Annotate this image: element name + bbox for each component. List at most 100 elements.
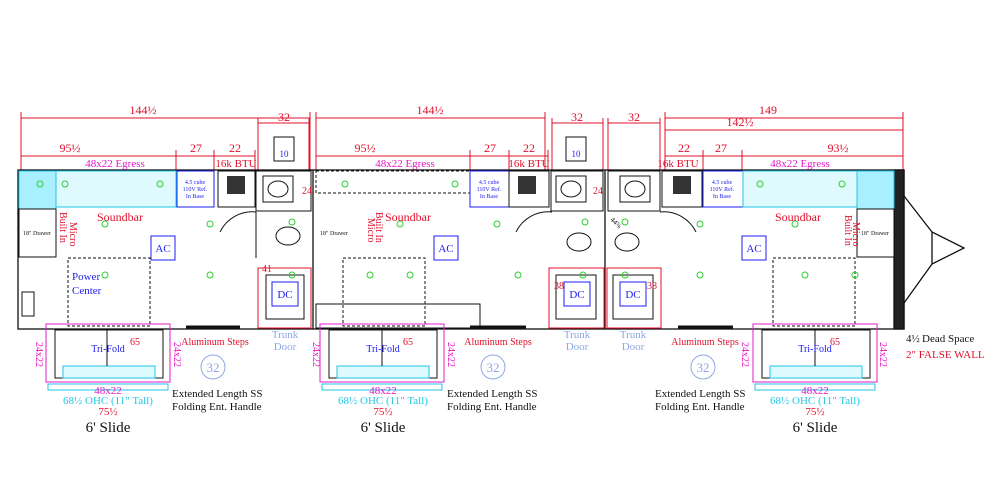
top-dimension-texts: 144½ 144½ 149 142½ 95½ 27 22 95½ 27 22 2… [60,103,849,155]
fridge-1-l2: 110V Ref. [183,186,208,193]
slide-title-1: 6' Slide [86,420,131,436]
fridge-3-l3: In Base [713,194,731,200]
btu-1: 16k BTU [215,158,256,170]
trunk-2-l1: Trunk [564,329,591,341]
ac-1: AC [155,243,170,255]
trifold-2: Tri-Fold [366,344,400,355]
dim-32-3: 32 [628,110,640,124]
ac-3: AC [746,243,761,255]
micro-3: Micro [850,222,861,246]
top-dimensions [20,112,904,170]
slide-65-1: 65 [130,337,140,348]
bath-dim-38-2: 38 [647,281,657,292]
handle-1-l2: Folding Ent. Handle [172,401,262,413]
side-dim-2b: 24x22 [445,342,456,367]
slide-1 [45,323,171,391]
dim-93: 93½ [828,141,849,155]
micro-1: Micro [67,222,78,246]
dim-overall-2: 144½ [417,103,444,117]
unit-2 [315,170,605,329]
fridge-3-l2: 110V Ref. [710,186,735,193]
handle-2-l2: Folding Ent. Handle [447,401,537,413]
drawer-1: 18" Drawer [23,231,51,237]
d75-1: 75½ [98,406,117,418]
dim-22-1: 22 [229,141,241,155]
steps-num-2: 32 [487,360,500,375]
fridge-1-l1: 4.5 cube [185,180,206,186]
egress-1: 48x22 Egress [85,158,145,170]
soundbar-2: Soundbar [385,210,431,224]
drawer-2: 18" Drawer [320,231,348,237]
tank-label-1: 10 [280,149,290,159]
dc-2: DC [569,289,584,301]
trunk-1-l2: Door [274,341,297,353]
tank-label-2: 10 [572,149,582,159]
d75-3: 75½ [805,406,824,418]
lights [36,180,859,279]
trailer-body [17,169,966,330]
bath-dim-38-1: 38 [554,281,564,292]
drawer-3: 18" Drawer [861,231,889,237]
ohc-1: 68½ OHC (11" Tall) [63,395,153,407]
ohc-3: 68½ OHC (11" Tall) [770,395,860,407]
side-dim-1a: 24x22 [33,342,44,367]
builtin-1: Built In [57,212,68,243]
unit-3 [606,170,895,329]
dim-95-2: 95½ [355,141,376,155]
slide-title-2: 6' Slide [361,420,406,436]
soundbar-1: Soundbar [97,210,143,224]
builtin-2: Built In [373,212,384,243]
steps-num-3: 32 [697,360,710,375]
steps-2: Aluminum Steps [464,337,532,348]
trifold-1: Tri-Fold [91,344,125,355]
dead-space-num: 4½ [906,333,920,345]
bath-dim-24-2: 24 [593,186,603,197]
egress-3: 48x22 Egress [770,158,830,170]
slide-outs [45,323,878,391]
dim-27-3: 27 [715,141,727,155]
dim-overall-1: 144½ [130,103,157,117]
handle-3-l2: Folding Ent. Handle [655,401,745,413]
bath-dim-44: 44⅝ [609,216,624,231]
trunk-3-l1: Trunk [620,329,647,341]
builtin-3: Built In [842,215,853,246]
steps-3: Aluminum Steps [671,337,739,348]
dim-142: 142½ [727,115,754,129]
btu-3: 16k BTU [657,158,698,170]
dim-32-2: 32 [571,110,583,124]
dead-space: Dead Space [922,333,974,345]
dim-overall-3: 149 [759,103,777,117]
trunk-3-l2: Door [622,341,645,353]
ohc-2: 68½ OHC (11" Tall) [338,395,428,407]
unit-1 [18,170,312,329]
slide-65-3: 65 [830,337,840,348]
dim-22-2: 22 [523,141,535,155]
trunk-2-l2: Door [566,341,589,353]
trunk-1-l1: Trunk [272,329,299,341]
fridge-3-l1: 4.5 cube [712,180,733,186]
dc-1: DC [277,289,292,301]
fridge-1-l3: In Base [186,194,204,200]
handle-1-l1: Extended Length SS [172,388,262,400]
bottom-egress-3: 48x22 [801,385,829,397]
power-center-l1: Power [72,271,100,283]
steps-num-1: 32 [207,360,220,375]
false-wall: 2" FALSE WALL [906,349,985,361]
handle-3-l1: Extended Length SS [655,388,745,400]
slide-65-2: 65 [403,337,413,348]
soundbar-3: Soundbar [775,210,821,224]
handle-2-l1: Extended Length SS [447,388,537,400]
dim-95-1: 95½ [60,141,81,155]
steps-1: Aluminum Steps [181,337,249,348]
dim-22-3: 22 [678,141,690,155]
side-dim-1b: 24x22 [171,342,182,367]
dc-3: DC [625,289,640,301]
d75-2: 75½ [373,406,392,418]
bottom-egress-1: 48x22 [94,385,122,397]
bottom-egress-2: 48x22 [369,385,397,397]
dim-27-2: 27 [484,141,496,155]
dim-27-1: 27 [190,141,202,155]
micro-2: Micro [365,218,376,242]
